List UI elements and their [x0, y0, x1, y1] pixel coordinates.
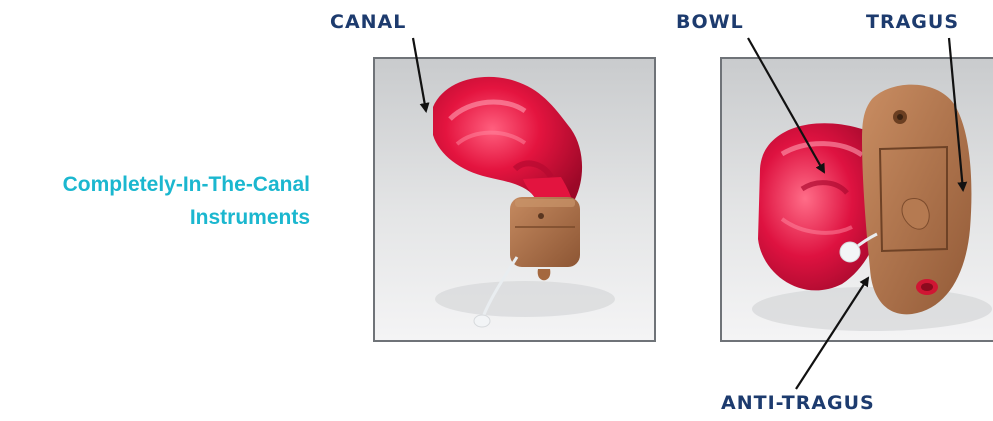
callout-bowl: BOWL: [676, 11, 744, 33]
callout-anti-tragus: ANTI-TRAGUS: [721, 392, 875, 414]
product-category-title: Completely-In-The-Canal Instruments: [0, 168, 310, 234]
hearing-aid-side-illustration: [375, 59, 654, 340]
callout-tragus: TRAGUS: [866, 11, 959, 33]
title-line-2: Instruments: [0, 201, 310, 234]
hearing-aid-faceplate-illustration: [722, 59, 993, 340]
hearing-aid-side-photo: [373, 57, 656, 342]
title-line-1: Completely-In-The-Canal: [0, 168, 310, 201]
hearing-aid-faceplate-photo: [720, 57, 993, 342]
callout-canal: CANAL: [330, 11, 406, 33]
